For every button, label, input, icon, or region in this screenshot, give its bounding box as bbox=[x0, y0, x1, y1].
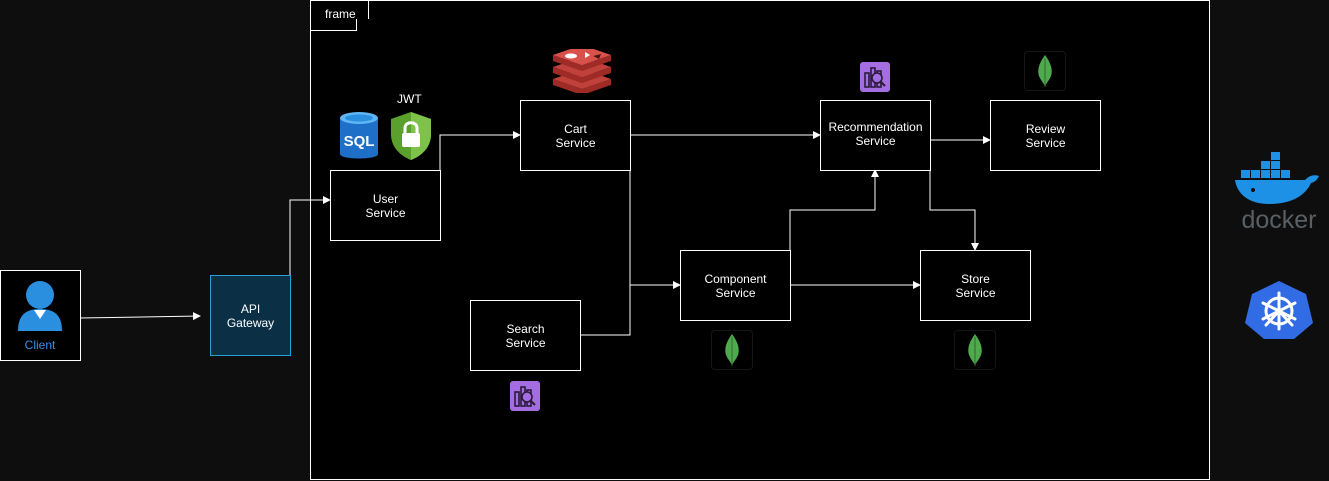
mongodb-leaf-icon bbox=[711, 330, 753, 370]
store-service-node[interactable]: Store Service bbox=[920, 250, 1031, 321]
frame-label: frame bbox=[311, 1, 369, 31]
jwt-shield-icon bbox=[389, 110, 433, 167]
docker-icon: docker bbox=[1229, 150, 1329, 237]
cart-service-node[interactable]: Cart Service bbox=[520, 100, 631, 171]
mongodb-leaf-icon bbox=[1024, 51, 1066, 91]
kubernetes-icon bbox=[1242, 279, 1316, 346]
arrow-recommendation-to-store bbox=[929, 170, 979, 251]
arrow-component-to-recommendation bbox=[789, 169, 879, 250]
arrow-client-to-gateway bbox=[79, 312, 201, 321]
opensearch-icon bbox=[860, 62, 890, 92]
recommendation-service-node[interactable]: Recommendation Service bbox=[820, 100, 931, 171]
review-service-node[interactable]: Review Service bbox=[990, 100, 1101, 171]
client-label: Client bbox=[24, 338, 56, 352]
sql-database-icon: SQL bbox=[338, 110, 380, 167]
jwt-label: JWT bbox=[397, 92, 422, 106]
arrow-gateway-to-user bbox=[289, 196, 331, 275]
arrow-user-to-cart bbox=[439, 131, 521, 170]
opensearch-icon bbox=[510, 381, 540, 411]
sql-icon-label: SQL bbox=[344, 133, 375, 150]
redis-icon bbox=[549, 45, 615, 98]
api-gateway-node[interactable]: API Gateway bbox=[210, 275, 291, 356]
search-service-node[interactable]: Search Service bbox=[470, 300, 581, 371]
docker-wordmark: docker bbox=[1241, 206, 1316, 232]
user-avatar-icon bbox=[16, 279, 64, 338]
mongodb-leaf-icon bbox=[954, 330, 996, 370]
user-service-node[interactable]: User Service bbox=[330, 170, 441, 241]
component-service-node[interactable]: Component Service bbox=[680, 250, 791, 321]
arrow-cart-search-to-component bbox=[580, 170, 680, 336]
